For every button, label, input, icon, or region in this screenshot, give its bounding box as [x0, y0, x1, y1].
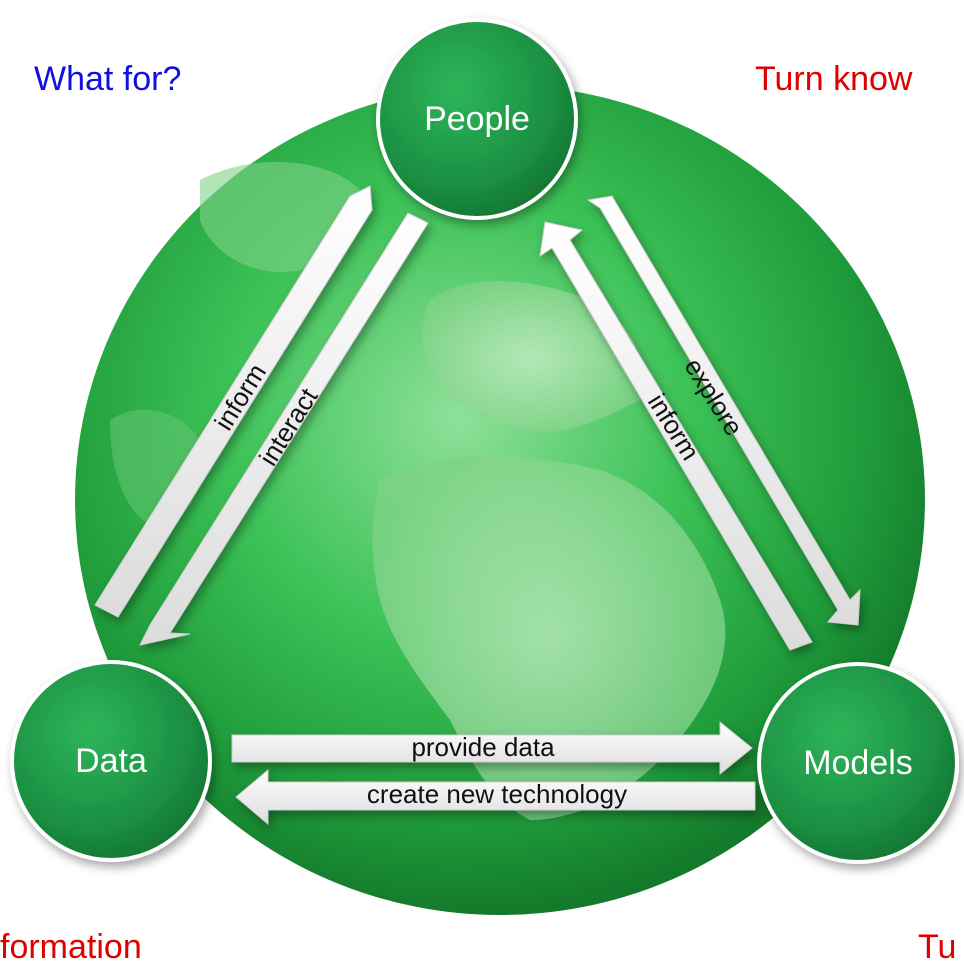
globe-land-europe: [422, 281, 643, 433]
node-label-people: People: [424, 100, 530, 138]
arrow-inform-right: [539, 221, 813, 651]
arrow-create-new-technology: [235, 768, 756, 826]
node-label-data: Data: [75, 742, 147, 780]
arrow-label-provide-data: provide data: [411, 732, 555, 762]
node-people: [376, 18, 578, 220]
node-models: [757, 662, 959, 864]
arrow-inform-left: [94, 185, 373, 618]
corner-text-top-left: What for?: [34, 60, 182, 98]
arrow-interact: [139, 212, 429, 646]
node-label-models: Models: [803, 744, 913, 782]
corner-text-top-right: Turn know: [755, 60, 913, 98]
globe: [75, 85, 925, 915]
arrow-explore: [586, 195, 861, 626]
arrow-provide-data: [231, 720, 753, 776]
arrow-label-create-new-technology: create new technology: [367, 779, 627, 809]
globe-land-africa: [372, 456, 726, 820]
node-data: [10, 660, 212, 862]
